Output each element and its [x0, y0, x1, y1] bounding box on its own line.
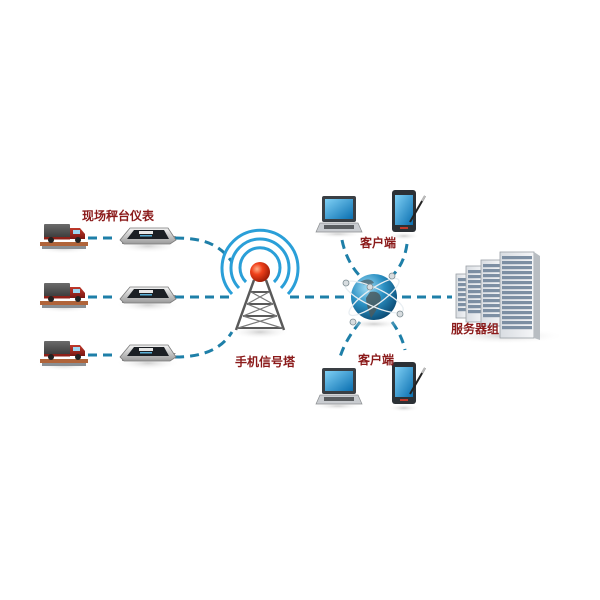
client-bottom-label: 客户端 [358, 353, 395, 367]
server-group-icon [445, 251, 565, 344]
tower-label: 手机信号塔 [235, 355, 296, 369]
weigh-station [36, 224, 180, 254]
weighing-indicator-icon [116, 286, 180, 312]
laptop-icon [312, 368, 364, 410]
server-rack [499, 251, 540, 340]
tower-beacon-icon [250, 262, 270, 282]
signal-tower [220, 228, 300, 339]
client-devices [312, 362, 426, 412]
client-devices [312, 190, 426, 240]
client-top-label: 客户端 [360, 236, 397, 250]
weigh-station [36, 283, 180, 313]
truck-on-scale-icon [36, 224, 92, 254]
clients [312, 190, 426, 412]
weighing-indicator-icon [116, 344, 180, 370]
signal-waves-icon [220, 228, 300, 296]
link-globe-client-top-left [340, 239, 362, 278]
tablet-with-stylus-icon [388, 190, 426, 240]
weighing-indicator-icon [116, 227, 180, 253]
tower-icon [234, 279, 286, 331]
truck-on-scale-icon [36, 283, 92, 313]
link-indicator3-tower [174, 331, 234, 359]
internet-globe [342, 272, 404, 329]
scale-indicators-label: 现场秤台仪表 [82, 209, 155, 223]
link-indicator1-tower [174, 236, 234, 263]
weigh-station [36, 341, 180, 371]
laptop-icon [312, 196, 364, 238]
tablet-with-stylus-icon [388, 362, 426, 412]
servers-label: 服务器组 [451, 322, 500, 336]
weigh-stations [36, 224, 180, 371]
truck-on-scale-icon [36, 341, 92, 371]
